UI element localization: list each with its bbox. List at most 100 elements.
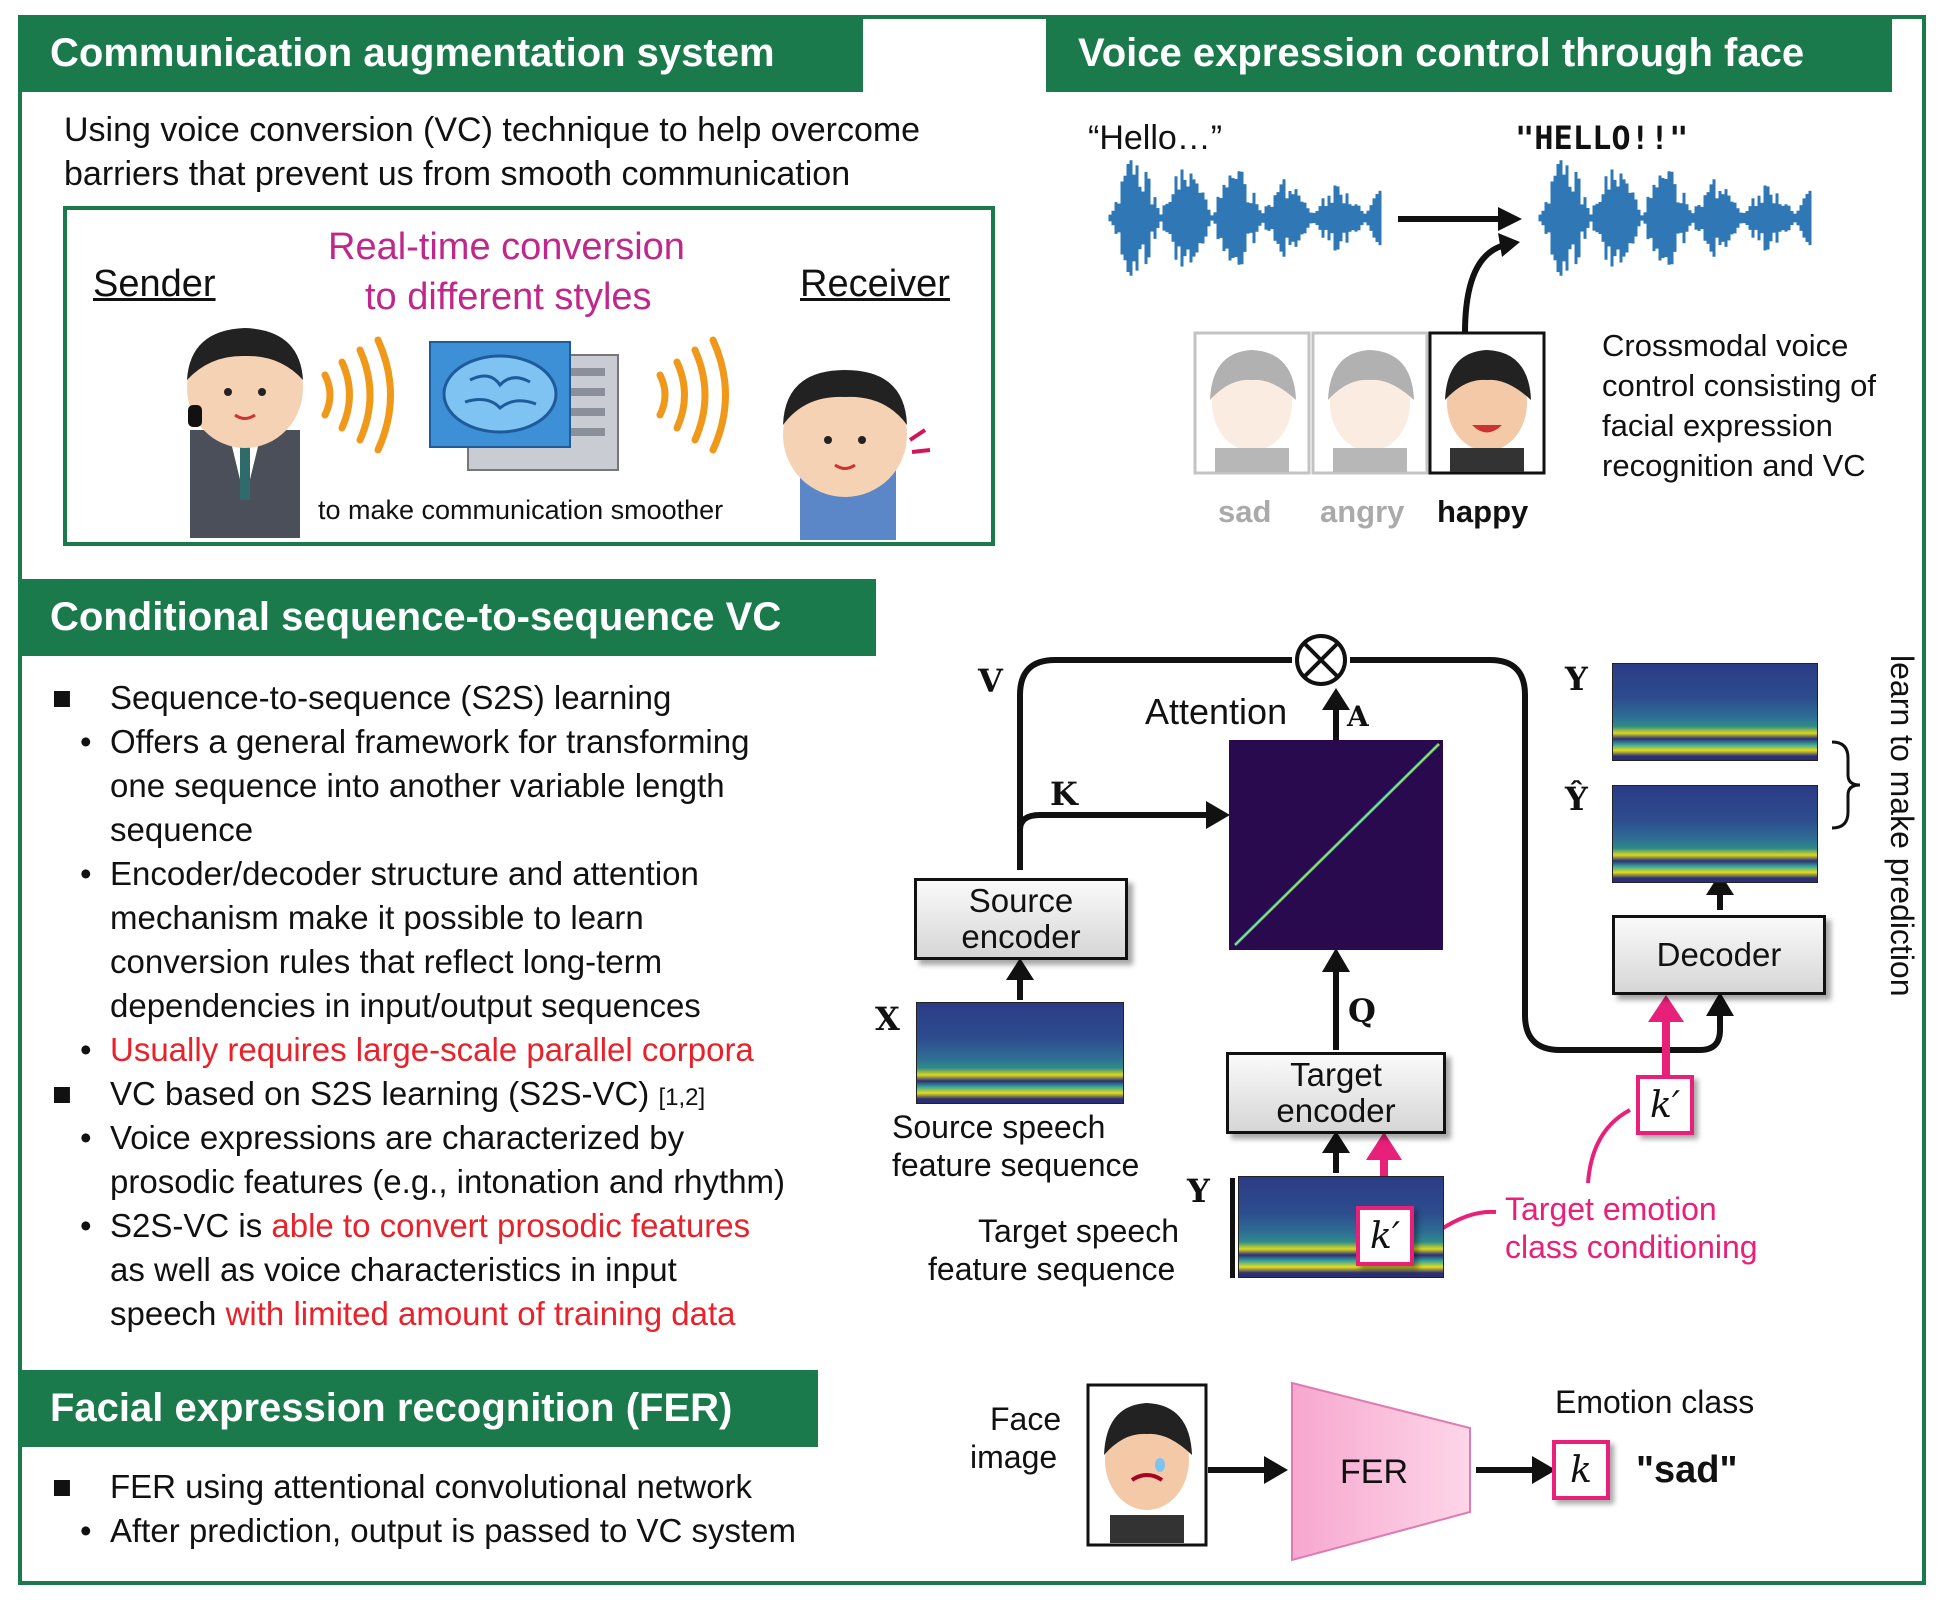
realtime-line-1: Real-time conversion xyxy=(328,226,685,268)
comm-header: Communication augmentation system xyxy=(18,15,863,92)
s2s-b2a-2: prosodic features (e.g., intonation and … xyxy=(110,1163,786,1200)
kprime-decoder: k′ xyxy=(1636,1075,1694,1135)
sad-output-label: "sad" xyxy=(1636,1449,1738,1491)
s2s-bullet-square-2: ■ xyxy=(52,1075,72,1112)
sender-person-icon xyxy=(187,328,303,538)
s2s-b1a-2: one sequence into another variable lengt… xyxy=(110,767,725,804)
output-spectrogram-Y xyxy=(1612,663,1818,761)
face-image-label-2: image xyxy=(970,1439,1058,1475)
s2s-b2b-1r: able to convert prosodic features xyxy=(271,1207,751,1244)
fer-label: FER xyxy=(1340,1453,1408,1491)
s2s-b2b-3r: with limited amount of training data xyxy=(225,1295,736,1332)
s2s-b2b-2: as well as voice characteristics in inpu… xyxy=(110,1251,677,1288)
receiver-person-icon xyxy=(783,370,931,540)
emotion-k-box: k xyxy=(1552,1440,1610,1500)
label-Q: Q xyxy=(1348,992,1376,1030)
s2s-bullet-square-1: ■ xyxy=(52,679,72,716)
source-seq-label-1: Source speech xyxy=(892,1109,1106,1145)
comm-line-2: barriers that prevent us from smooth com… xyxy=(64,155,851,193)
server-brain-icon xyxy=(429,341,619,471)
realtime-line-2: to different styles xyxy=(365,276,652,318)
dot-2b: • xyxy=(80,1207,92,1244)
outer-frame xyxy=(18,15,1926,1585)
voice-header: Voice expression control through face xyxy=(1046,15,1892,92)
output-spectrogram-Yhat xyxy=(1612,785,1818,883)
face-label-happy: happy xyxy=(1437,494,1529,529)
input-waveform xyxy=(1108,160,1382,276)
sender-label: Sender xyxy=(93,263,216,305)
comm-illustration-box xyxy=(63,206,995,546)
s2s-b2b-line1: S2S-VC is able to convert prosodic featu… xyxy=(110,1204,750,1248)
face-image-label-1: Face xyxy=(990,1401,1062,1437)
target-encoder-l1: Target xyxy=(1290,1056,1382,1093)
s2s-b2b-1: S2S-VC is xyxy=(110,1207,272,1244)
s2s-b1b-4: dependencies in input/output sequences xyxy=(110,987,701,1024)
sad-face-icon xyxy=(1193,331,1311,475)
s2s-b1b-3: conversion rules that reflect long-term xyxy=(110,943,663,980)
s2s-b2b-3: speech xyxy=(110,1295,226,1332)
voice-desc-3: facial expression xyxy=(1602,408,1833,443)
voice-desc-2: control consisting of xyxy=(1602,368,1876,403)
voice-desc-4: recognition and VC xyxy=(1602,448,1866,483)
target-seq-label-2: feature sequence xyxy=(928,1251,1176,1287)
dot-1c: • xyxy=(80,1031,92,1068)
signal-waves-left-icon xyxy=(321,336,394,454)
face-control-arrow xyxy=(1462,242,1506,334)
fer-bullet-1: FER using attentional convolutional netw… xyxy=(110,1468,753,1505)
voice-desc-1: Crossmodal voice xyxy=(1602,328,1849,363)
source-encoder-l1: Source xyxy=(968,882,1074,919)
kprime-target-encoder: k′ xyxy=(1356,1206,1414,1266)
emotion-class-label: Emotion class xyxy=(1555,1384,1755,1420)
s2s-b1c: Usually requires large-scale parallel co… xyxy=(110,1031,754,1068)
source-seq-label-2: feature sequence xyxy=(892,1147,1140,1183)
face-label-angry: angry xyxy=(1320,494,1405,529)
dot-2a: • xyxy=(80,1119,92,1156)
s2s-b1b-2: mechanism make it possible to learn xyxy=(110,899,644,936)
label-X: X xyxy=(875,1000,900,1038)
label-V: V xyxy=(978,662,1003,700)
target-encoder-l2: encoder xyxy=(1276,1092,1396,1129)
label-K: K xyxy=(1050,775,1078,813)
label-Y-target: Y xyxy=(1187,1172,1210,1210)
cond-label-1: Target emotion xyxy=(1505,1191,1717,1227)
s2s-b2b-line3: speech with limited amount of training d… xyxy=(110,1292,736,1336)
attention-matrix xyxy=(1229,740,1443,950)
dot-1b: • xyxy=(80,855,92,892)
label-Y-out: Y xyxy=(1565,660,1588,698)
s2s-b2-text: VC based on S2S learning (S2S-VC) xyxy=(110,1075,650,1112)
signal-waves-right-icon xyxy=(656,336,729,454)
target-seq-label-1: Target speech xyxy=(978,1213,1180,1249)
receiver-label: Receiver xyxy=(800,263,950,305)
fer-header: Facial expression recognition (FER) xyxy=(18,1370,818,1447)
dot-1a: • xyxy=(80,723,92,760)
s2s-b1a-3: sequence xyxy=(110,811,254,848)
hello-output-label: "HELLO!!" xyxy=(1515,119,1689,157)
s2s-b1a-1: Offers a general framework for transform… xyxy=(110,723,750,760)
decoder-box: Decoder xyxy=(1612,915,1826,995)
cond-label-2: class conditioning xyxy=(1505,1229,1758,1265)
s2s-b2-ref: [1,2] xyxy=(658,1084,706,1111)
s2s-b2a-1: Voice expressions are characterized by xyxy=(110,1119,685,1156)
face-label-sad: sad xyxy=(1218,494,1272,529)
s2s-b1b-1: Encoder/decoder structure and attention xyxy=(110,855,699,892)
label-A: A xyxy=(1347,700,1369,733)
comm-line-1: Using voice conversion (VC) technique to… xyxy=(64,111,921,149)
label-Yhat: Ŷ xyxy=(1565,780,1588,818)
source-encoder-l2: encoder xyxy=(961,918,1081,955)
s2s-bullet-2: VC based on S2S learning (S2S-VC) [1,2] xyxy=(110,1072,705,1120)
s2s-header: Conditional sequence-to-sequence VC xyxy=(18,579,876,656)
fer-bullet-1a: After prediction, output is passed to VC… xyxy=(110,1512,796,1549)
angry-face-icon xyxy=(1311,331,1429,475)
attention-label: Attention xyxy=(1145,691,1288,732)
fer-bullet-square: ■ xyxy=(52,1468,72,1505)
source-spectrogram xyxy=(916,1002,1124,1104)
hello-input-label: “Hello…” xyxy=(1088,119,1223,157)
learn-brace-icon xyxy=(1831,740,1861,830)
fer-network-shape xyxy=(1291,1381,1471,1562)
